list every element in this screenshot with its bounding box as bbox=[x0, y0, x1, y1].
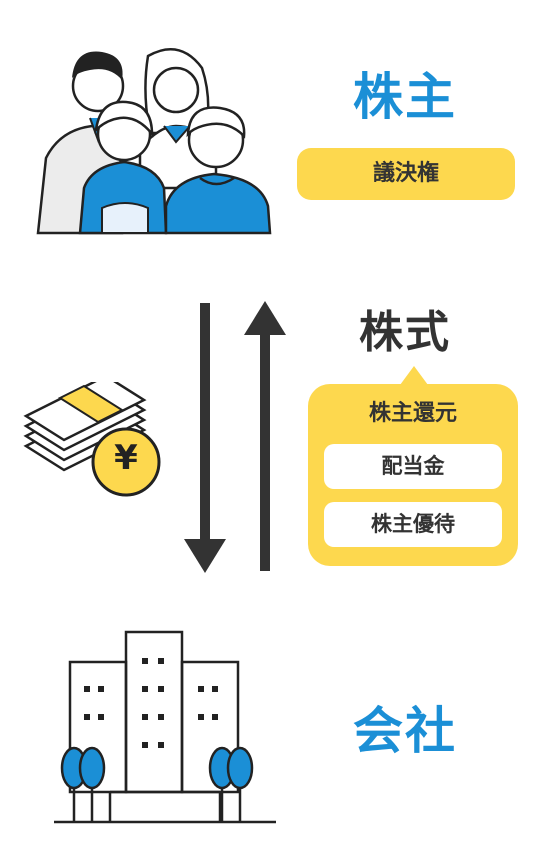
voting-rights-badge: 議決権 bbox=[297, 148, 515, 200]
down-arrow-icon bbox=[184, 303, 226, 573]
yen-symbol: ¥ bbox=[114, 438, 138, 478]
callout-pointer bbox=[400, 366, 428, 385]
shareholder-return-title: 株主還元 bbox=[368, 401, 457, 426]
company-building-illustration bbox=[54, 630, 276, 824]
company-title: 会社 bbox=[353, 702, 457, 760]
shareholder-benefit-item: 株主優待 bbox=[324, 502, 502, 547]
flow-arrows bbox=[184, 301, 286, 573]
shareholder-return-box: 株主還元 配当金 株主優待 bbox=[308, 366, 518, 566]
shareholder-title: 株主 bbox=[353, 68, 457, 126]
shareholders-illustration bbox=[36, 48, 272, 235]
up-arrow-icon bbox=[244, 301, 286, 571]
stock-title: 株式 bbox=[359, 307, 451, 358]
money-icon bbox=[23, 382, 161, 497]
dividend-item: 配当金 bbox=[324, 444, 502, 489]
